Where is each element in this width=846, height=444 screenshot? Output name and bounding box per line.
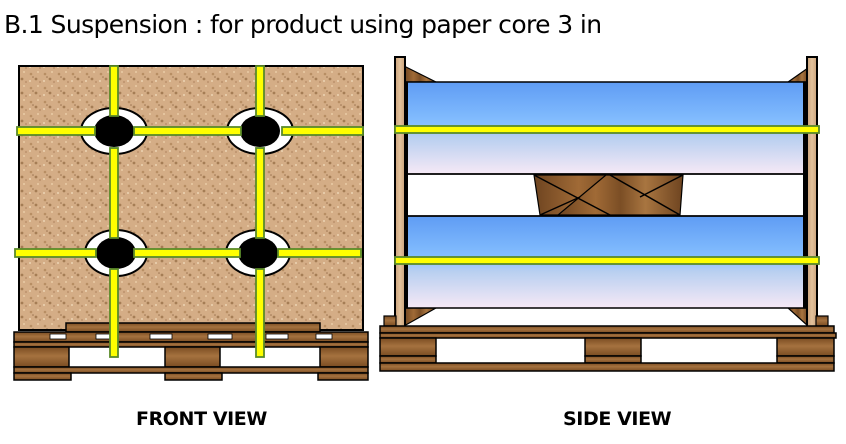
- front-straps: [14, 65, 364, 358]
- side-strap-bottom: [394, 256, 820, 265]
- strap-horizontal-top: [16, 126, 96, 136]
- core-top-left: [80, 107, 148, 155]
- side-view-caption: SIDE VIEW: [563, 408, 672, 430]
- cross-brace: [533, 174, 684, 216]
- front-view-caption: FRONT VIEW: [136, 408, 267, 430]
- front-view: [13, 65, 369, 381]
- front-board: [18, 65, 364, 331]
- front-pallet: [13, 322, 369, 381]
- strap-vertical-right: [255, 65, 265, 117]
- side-pallet: [379, 315, 837, 372]
- strap-vertical-left: [109, 65, 119, 117]
- diagram-title: B.1 Suspension : for product using paper…: [4, 10, 602, 39]
- side-view: [379, 56, 837, 372]
- post-right: [806, 56, 818, 328]
- post-left: [394, 56, 406, 328]
- side-strap-top: [394, 125, 820, 134]
- strap-horizontal-bottom: [14, 248, 97, 258]
